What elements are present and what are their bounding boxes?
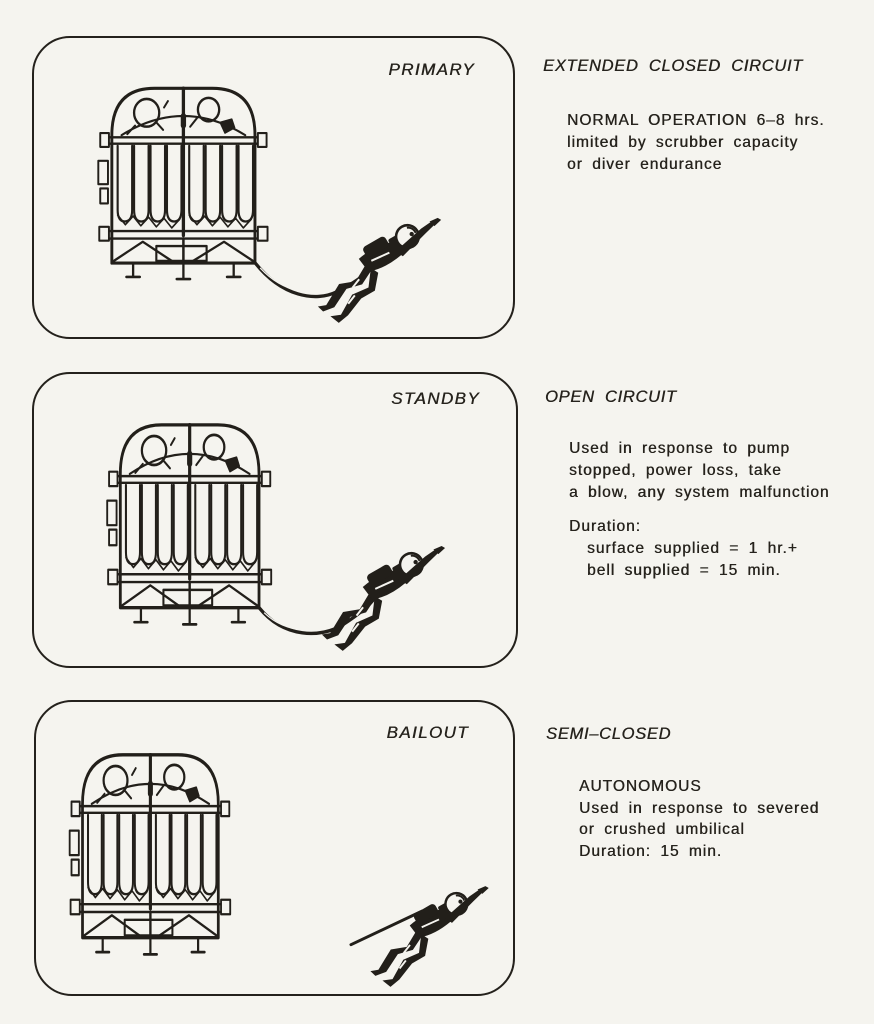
equipment-rack-illustration [98, 88, 267, 279]
caption-primary: NORMAL OPERATION 6–8 hrs. limited by scr… [567, 110, 825, 175]
panel-label-standby: STANDBY [391, 389, 480, 408]
panel-bailout: BAILOUT [34, 700, 515, 996]
caption-line: AUTONOMOUS [579, 778, 702, 795]
duration-line: bell supplied = 15 min. [587, 561, 781, 579]
bailout-illustration [36, 702, 509, 993]
caption-standby: Used in response to pump stopped, power … [569, 438, 830, 503]
diver-illustration [302, 205, 462, 330]
heading-semi-closed: SEMI–CLOSED [546, 725, 672, 743]
caption-line: stopped, power loss, take [569, 461, 782, 479]
duration-line: surface supplied = 1 hr.+ [587, 539, 798, 557]
duration-block: Duration: surface supplied = 1 hr.+ bell… [569, 516, 798, 581]
caption-bailout: AUTONOMOUS Used in response to severed o… [579, 776, 819, 862]
caption-line: NORMAL OPERATION 6–8 hrs. [567, 112, 825, 129]
caption-line: Used in response to severed [579, 799, 820, 817]
umbilical-hose-highlight [263, 612, 343, 631]
caption-line: Duration: 15 min. [579, 842, 723, 860]
primary-illustration [34, 38, 462, 330]
panel-label-primary: PRIMARY [388, 60, 475, 79]
caption-line: limited by scrubber capacity [567, 133, 799, 151]
equipment-rack-illustration [70, 755, 231, 955]
heading-open-circuit: OPEN CIRCUIT [545, 388, 677, 406]
caption-line: or diver endurance [567, 155, 723, 173]
caption-line: a blow, any system malfunction [569, 483, 830, 501]
standby-illustration [34, 374, 466, 658]
caption-line: Used in response to pump [569, 440, 790, 457]
diver-illustration [306, 533, 466, 658]
panel-label-bailout: BAILOUT [386, 723, 469, 742]
heading-extended-closed-circuit: EXTENDED CLOSED CIRCUIT [543, 57, 803, 75]
equipment-rack-illustration [107, 425, 271, 625]
panel-standby: STANDBY [32, 372, 518, 668]
diver-illustration [355, 874, 509, 993]
severed-umbilical-stub [349, 909, 424, 947]
duration-label: Duration: [569, 518, 641, 535]
panel-primary: PRIMARY [32, 36, 515, 339]
umbilical-hose-highlight [259, 267, 337, 294]
caption-line: or crushed umbilical [579, 821, 745, 838]
